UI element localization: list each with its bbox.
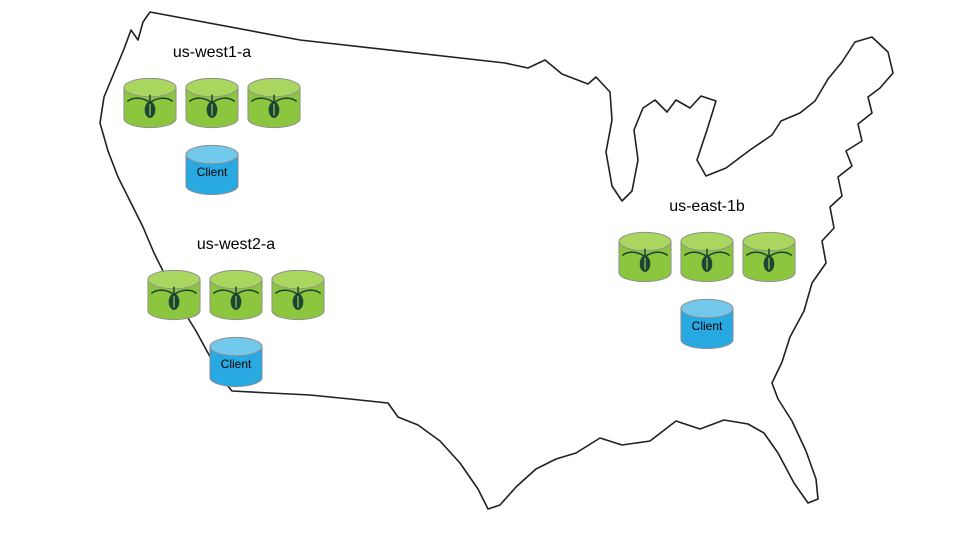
db-node-icon: [245, 75, 303, 131]
db-node-icon: [145, 267, 203, 323]
region-us-west1-a: us-west1-a Client: [118, 44, 306, 198]
db-node-icon: [616, 229, 674, 285]
client-node: Client: [183, 142, 241, 198]
client-node: Client: [207, 334, 265, 390]
db-node-icon: [121, 75, 179, 131]
region-label: us-east-1b: [669, 198, 745, 215]
db-node-icon: [269, 267, 327, 323]
db-node-icon: [740, 229, 798, 285]
client-label: Client: [196, 165, 228, 179]
client-label: Client: [220, 357, 252, 371]
region-us-west2-a: us-west2-a Client: [142, 236, 330, 390]
node-row: [118, 75, 306, 131]
db-node-icon: [207, 267, 265, 323]
client-label: Client: [691, 319, 723, 333]
node-row: [610, 229, 804, 285]
region-us-east-1b: us-east-1b Client: [610, 198, 804, 352]
db-node-icon: [183, 75, 241, 131]
client-node: Client: [678, 296, 736, 352]
region-label: us-west1-a: [172, 44, 252, 61]
db-node-icon: [678, 229, 736, 285]
node-row: [142, 267, 330, 323]
region-label: us-west2-a: [196, 236, 276, 253]
